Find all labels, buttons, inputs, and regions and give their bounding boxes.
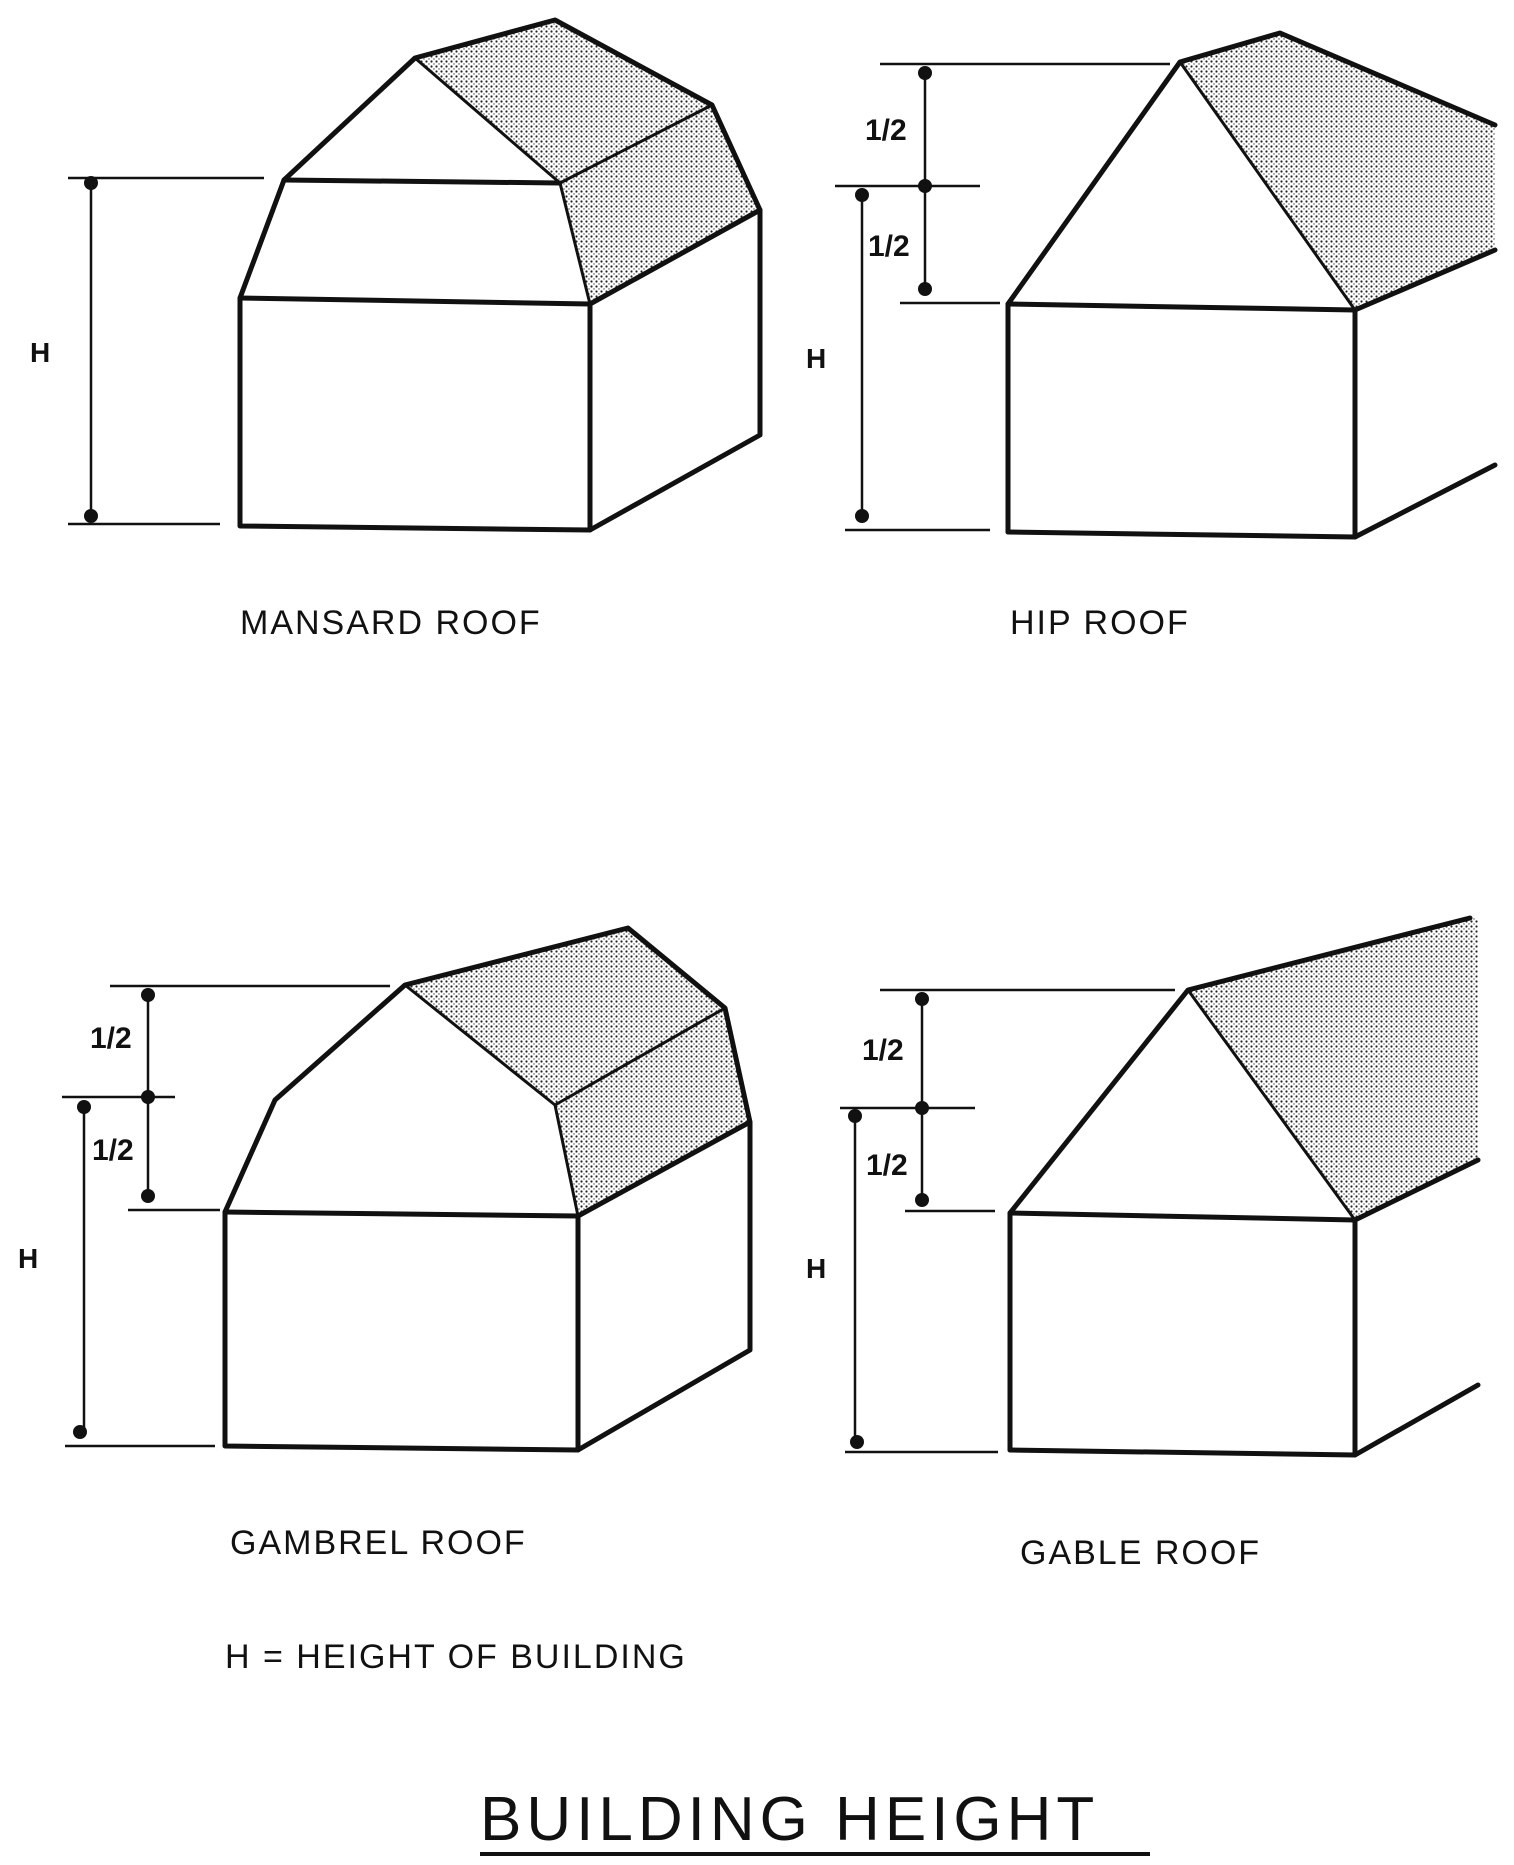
gable-lower-half-label: 1/2 xyxy=(866,1149,908,1182)
height-legend: H = HEIGHT OF BUILDING xyxy=(225,1638,687,1676)
gambrel-building-drawing xyxy=(222,925,753,1453)
mansard-building-drawing xyxy=(237,17,763,533)
gambrel-lower-half-label: 1/2 xyxy=(92,1134,134,1167)
gambrel-roof-panel: 1/2 1/2 H GAMBREL ROOF xyxy=(18,925,753,1562)
gable-roof-caption: GABLE ROOF xyxy=(1020,1534,1261,1572)
mansard-roof-panel: H MANSARD ROOF xyxy=(30,17,763,642)
gable-upper-half-label: 1/2 xyxy=(862,1034,904,1067)
mansard-height-label: H xyxy=(30,337,50,368)
hip-upper-half-label: 1/2 xyxy=(865,114,907,147)
gambrel-roof-caption: GAMBREL ROOF xyxy=(230,1524,527,1562)
mansard-height-dimension xyxy=(68,176,264,526)
gable-height-label: H xyxy=(806,1253,826,1284)
gambrel-height-label: H xyxy=(18,1243,38,1274)
gambrel-upper-half-label: 1/2 xyxy=(90,1022,132,1055)
gable-height-dimension xyxy=(840,988,1175,1454)
hip-roof-panel: 1/2 1/2 H HIP ROOF xyxy=(806,30,1498,642)
gambrel-height-dimension xyxy=(62,984,390,1448)
diagram-title: BUILDING HEIGHT xyxy=(480,1785,1099,1854)
hip-height-dimension xyxy=(835,62,1170,532)
hip-lower-half-label: 1/2 xyxy=(868,230,910,263)
gable-roof-panel: 1/2 1/2 H GABLE ROOF xyxy=(806,915,1481,1572)
hip-height-label: H xyxy=(806,343,826,374)
mansard-roof-caption: MANSARD ROOF xyxy=(240,604,542,642)
hip-roof-caption: HIP ROOF xyxy=(1010,604,1190,642)
gable-building-drawing xyxy=(1007,915,1481,1458)
hip-building-drawing xyxy=(1005,30,1498,540)
